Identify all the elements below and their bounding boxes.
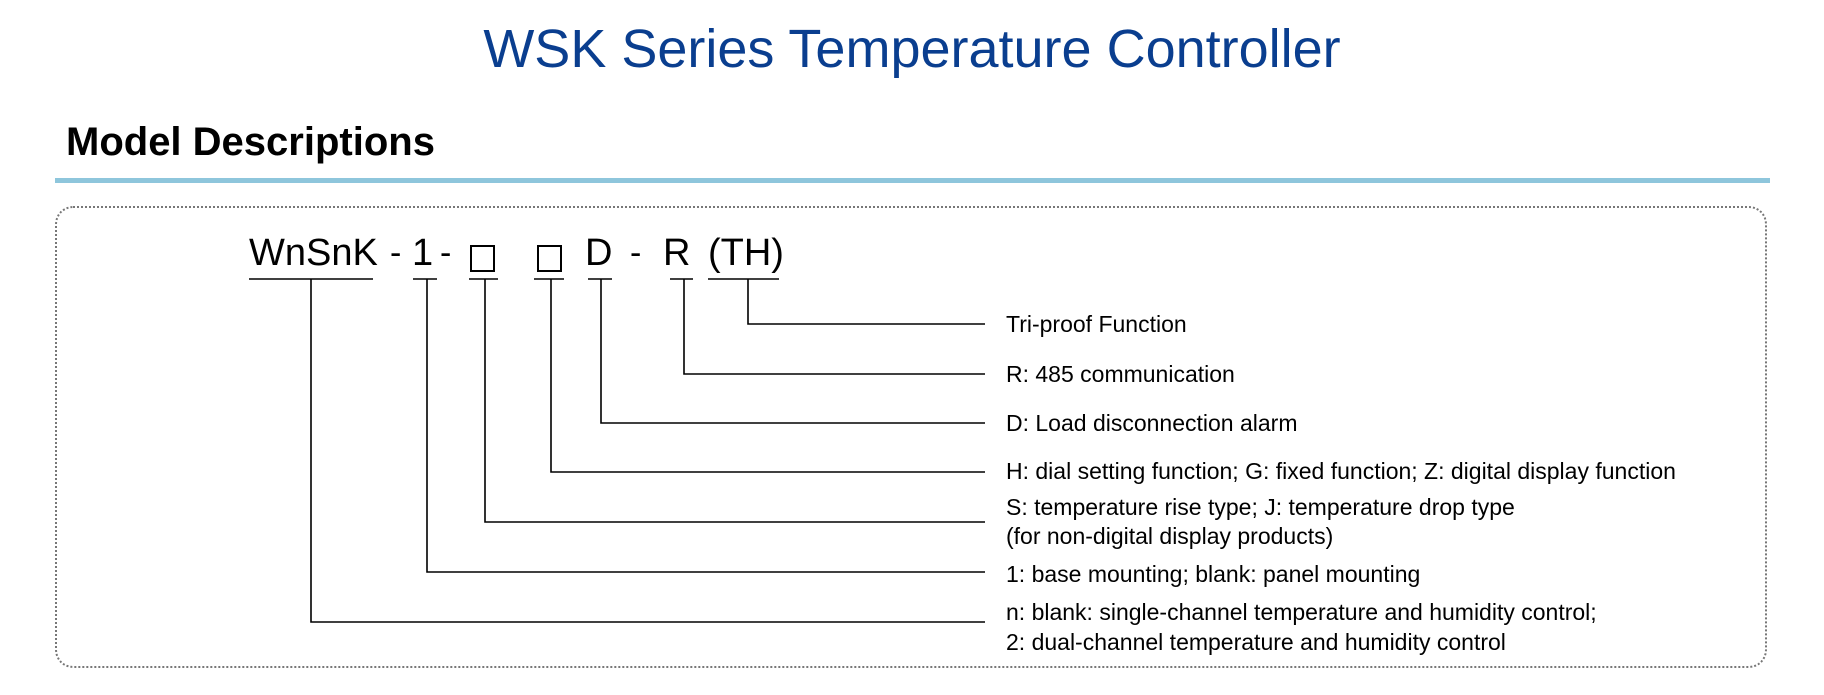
leader-triproof (747, 279, 985, 325)
code-separator-3: - (630, 234, 642, 272)
desc-channel-line1: n: blank: single-channel temperature and… (1006, 599, 1597, 625)
leader-mounting (426, 279, 985, 573)
heading-underline-rule (55, 178, 1770, 183)
desc-mounting: 1: base mounting; blank: panel mounting (1006, 561, 1421, 587)
desc-type-line2: (for non-digital display products) (1006, 523, 1334, 549)
desc-triproof: Tri-proof Function (1006, 311, 1187, 337)
leader-comm (683, 279, 985, 375)
model-code-prefix: WnSnK (249, 232, 378, 274)
desc-type-line1: S: temperature rise type; J: temperature… (1006, 494, 1515, 520)
model-code-comm: R (663, 232, 691, 274)
type-placeholder-box (470, 245, 495, 272)
function-placeholder-box (537, 245, 562, 272)
desc-channel-line2: 2: dual-channel temperature and humidity… (1006, 629, 1506, 655)
leader-channel (310, 279, 985, 623)
leader-alarm (600, 279, 985, 424)
page-title: WSK Series Temperature Controller (483, 19, 1341, 79)
section-heading: Model Descriptions (66, 120, 435, 164)
desc-alarm: D: Load disconnection alarm (1006, 410, 1298, 436)
desc-function: H: dial setting function; G: fixed funct… (1006, 458, 1676, 484)
code-separator-1: - (390, 234, 402, 272)
desc-comm: R: 485 communication (1006, 361, 1235, 387)
model-code-alarm: D (585, 232, 613, 274)
model-code-triproof: (TH) (708, 232, 784, 274)
leader-type (484, 279, 985, 523)
model-diagram-frame (55, 206, 1767, 668)
code-separator-2: - (440, 234, 452, 272)
model-code-mounting: 1 (412, 232, 434, 274)
leader-function (550, 279, 985, 473)
